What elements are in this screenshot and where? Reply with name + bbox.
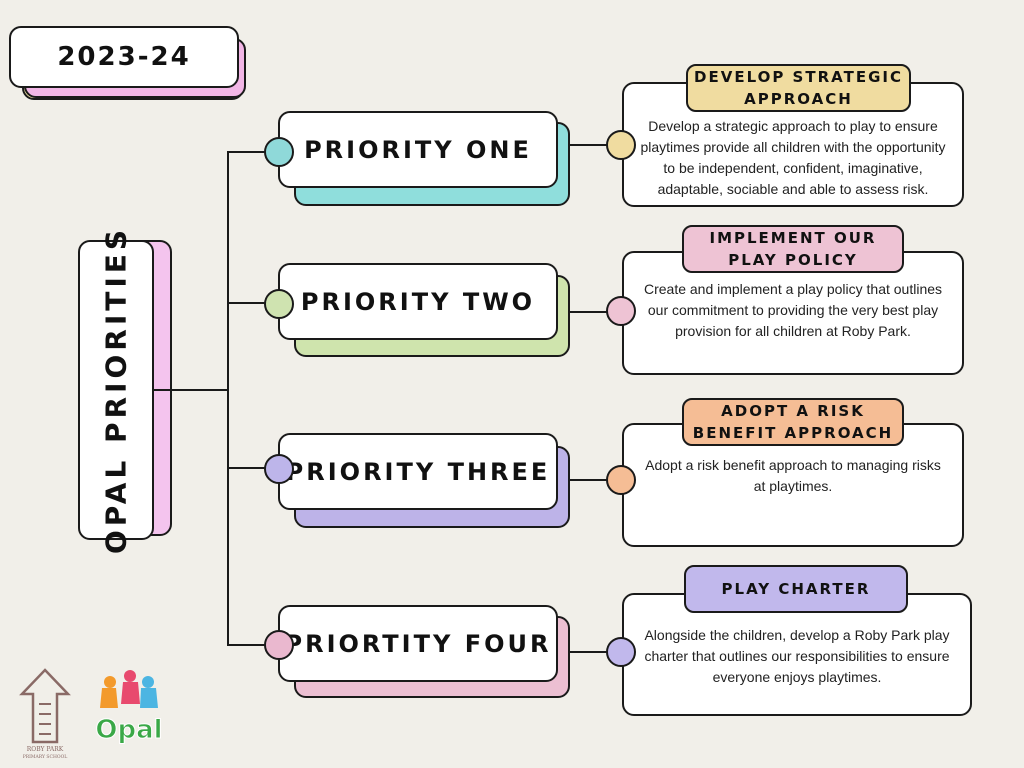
connector-main-horizontal [154, 389, 228, 391]
detail-2-text: Create and implement a play policy that … [643, 281, 943, 339]
priority-4-dot [264, 630, 294, 660]
priority-2-dot [264, 289, 294, 319]
detail-2-title: IMPLEMENT OUR PLAY POLICY [682, 225, 904, 273]
priority-3-box: PRIORITY THREE [278, 433, 558, 510]
opal-priorities-text: OPAL PRIORITIES [99, 225, 133, 555]
detail-4-dot [606, 637, 636, 667]
detail-1-card: Develop a strategic approach to play to … [622, 82, 964, 207]
opal-priorities-label: OPAL PRIORITIES [78, 226, 154, 554]
connector-trunk [227, 151, 229, 645]
connector-branch-1 [227, 151, 279, 153]
priority-2-box: PRIORITY TWO [278, 263, 558, 340]
school-logo: ROBY PARK PRIMARY SCHOOL [14, 664, 76, 760]
opal-logo: Opal [88, 668, 170, 748]
detail-4-text: Alongside the children, develop a Roby P… [644, 627, 950, 685]
detail-4-title: PLAY CHARTER [684, 565, 908, 613]
detail-1-dot [606, 130, 636, 160]
detail-connector-2 [558, 311, 624, 313]
connector-branch-4 [227, 644, 279, 646]
priority-1-box: PRIORITY ONE [278, 111, 558, 188]
detail-3-text: Adopt a risk benefit approach to managin… [645, 457, 941, 494]
connector-branch-3 [227, 467, 279, 469]
detail-connector-3 [558, 479, 624, 481]
detail-1-title: DEVELOP STRATEGIC APPROACH [686, 64, 911, 112]
opal-logo-icon: Opal [95, 670, 163, 746]
priority-4-box: PRIORTITY FOUR [278, 605, 558, 682]
svg-text:ROBY PARK: ROBY PARK [27, 746, 64, 753]
detail-connector-4 [558, 651, 624, 653]
year-title: 2023-24 [9, 26, 239, 88]
priority-3-dot [264, 454, 294, 484]
svg-text:PRIMARY SCHOOL: PRIMARY SCHOOL [23, 754, 68, 760]
detail-connector-1 [558, 144, 626, 146]
detail-2-dot [606, 296, 636, 326]
connector-branch-2 [227, 302, 279, 304]
detail-3-title: ADOPT A RISK BENEFIT APPROACH [682, 398, 904, 446]
school-logo-icon: ROBY PARK PRIMARY SCHOOL [19, 668, 71, 760]
priority-1-dot [264, 137, 294, 167]
detail-1-text: Develop a strategic approach to play to … [640, 118, 946, 197]
detail-3-dot [606, 465, 636, 495]
svg-text:Opal: Opal [95, 715, 162, 745]
